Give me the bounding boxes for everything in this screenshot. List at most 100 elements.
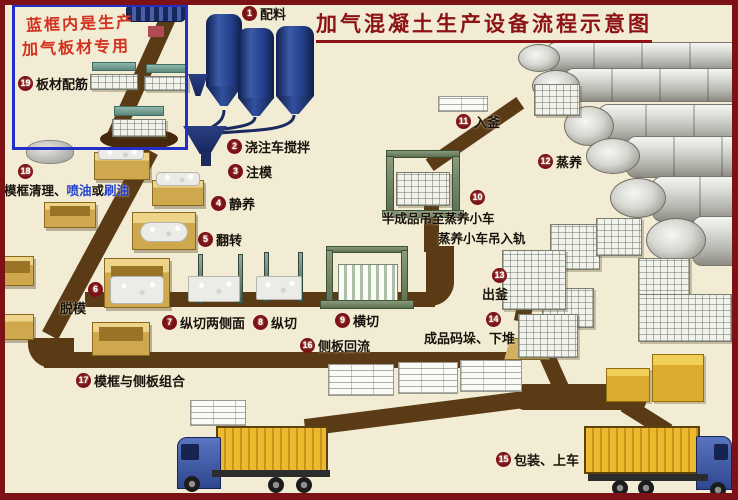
step-badge-17: 17	[76, 373, 91, 388]
conveyor-path-to-left-truck	[303, 389, 542, 436]
finished-planks-1	[328, 364, 394, 396]
rail-slab-stack	[438, 96, 488, 112]
step-label-18: 18 模框清理、喷油或刷油	[4, 164, 129, 199]
truck-left-wheel-1	[184, 476, 200, 492]
step-label-8: 8 纵切	[253, 313, 297, 332]
step-label-3: 3 注模	[228, 162, 272, 181]
step-label-5: 5 翻转	[198, 230, 242, 249]
step-text-7: 纵切两侧面	[180, 316, 246, 331]
curing-stack-g	[638, 294, 732, 342]
step-label-16: 16 侧板回流	[300, 336, 370, 355]
step-label-4: 4 静养	[211, 194, 255, 213]
finished-planks-3	[460, 360, 522, 392]
empty-mold-graphic-g	[0, 256, 34, 286]
pouring-mixer-outlet	[201, 152, 211, 166]
step-text-3: 注模	[246, 165, 273, 180]
step-badge-1: 1	[242, 6, 257, 21]
demold-cake-graphic	[110, 276, 164, 304]
step-label-7: 7 纵切两侧面	[162, 313, 245, 332]
panel-zone-bluebox	[12, 4, 188, 150]
truck-left-wheel-2	[268, 477, 284, 493]
finished-planks-2	[398, 362, 458, 394]
step-label-6: 6 脱模	[60, 282, 103, 317]
step-text-10-line2: 蒸养小车吊入轨	[438, 228, 526, 247]
truck-right-windshield	[714, 444, 728, 460]
step-text-2: 浇注车搅拌	[245, 140, 311, 155]
crane-base	[382, 210, 464, 218]
batching-silo-3	[276, 26, 314, 96]
step-label-19: 19 板材配筋	[18, 74, 88, 93]
step-text-18-blue1: 喷油	[66, 184, 92, 198]
flip-cake-graphic	[140, 222, 188, 242]
step-badge-13: 13	[492, 268, 507, 283]
mold-graphic-f	[0, 314, 34, 340]
step-text-18-blue2: 刷油	[104, 184, 130, 198]
packed-box-2	[652, 354, 704, 402]
autoclave-cylinder-4	[626, 136, 732, 178]
truck-right-cargo	[584, 426, 700, 474]
step-text-18-part2: 或	[91, 184, 105, 198]
frame-border-top	[0, 0, 738, 5]
step-text-17: 模框与侧板组合	[94, 374, 186, 389]
step-label-1: 1 配料	[242, 4, 286, 23]
step-badge-19: 19	[18, 76, 33, 91]
step-label-12: 12 蒸养	[538, 152, 582, 171]
autoclave-cap-6	[646, 218, 706, 262]
step-label-15: 15 包装、上车	[496, 450, 579, 469]
cutter9-sliced-cake	[338, 264, 398, 304]
step-badge-5: 5	[198, 232, 213, 247]
mini-hopper-graphic	[188, 74, 208, 96]
autoclave-cap-1	[518, 44, 560, 72]
step-text-6: 脱模	[60, 301, 87, 316]
step-text-10a: 半成品吊至蒸养小车	[382, 212, 495, 226]
step-badge-10: 10	[470, 190, 485, 205]
truck-left-windshield	[181, 444, 199, 460]
step-badge-3: 3	[228, 164, 243, 179]
step-badge-8: 8	[253, 315, 268, 330]
step-badge-12: 12	[538, 154, 553, 169]
autoclave-cylinder-2	[564, 68, 732, 102]
step-text-4: 静养	[229, 197, 256, 212]
curing-cart-at-autoclave	[534, 84, 580, 116]
panel-machine-2-base	[144, 76, 188, 91]
cutter9-post-left	[326, 250, 333, 306]
step-label-17: 17 模框与侧板组合	[76, 371, 185, 390]
cutter9-top-beam	[326, 246, 408, 253]
step-text-5: 翻转	[216, 233, 243, 248]
truck-right-chassis	[588, 474, 708, 481]
green-cake-2	[156, 172, 200, 186]
step-label-11: 11 入釜	[456, 112, 500, 131]
step-text-18-part1: 模框清理、	[4, 184, 67, 198]
autoclave-cap-4	[586, 138, 640, 174]
step-label-14: 14 成品码垛、下堆	[424, 312, 515, 347]
step-badge-11: 11	[456, 114, 471, 129]
crane-post-left	[386, 156, 394, 214]
step-text-12: 蒸养	[556, 155, 583, 170]
step-text-19: 板材配筋	[36, 77, 89, 92]
out-autoclave-stack	[502, 250, 566, 310]
rebar-block-graphic	[148, 26, 164, 37]
finished-planks-0	[190, 400, 246, 426]
panel-machine-3-top	[114, 106, 164, 116]
step-text-15: 包装、上车	[514, 453, 580, 468]
cutter9-post-right	[401, 250, 408, 306]
truck-left-wheel-3	[296, 477, 312, 493]
truck-right-wheel-1	[612, 480, 628, 496]
empty-mold-graphic-c	[44, 202, 96, 228]
frame-border-left	[0, 0, 5, 500]
autoclave-cap-5	[610, 178, 666, 218]
page-title: 加气混凝土生产设备流程示意图	[316, 8, 652, 43]
frame-border-right	[732, 0, 738, 500]
step-badge-14: 14	[486, 312, 501, 327]
step-badge-6: 6	[88, 282, 103, 297]
truck-left-cargo	[216, 426, 328, 472]
step-badge-18: 18	[18, 164, 33, 179]
cutter8-cake	[256, 276, 302, 300]
packed-box-1	[606, 368, 650, 402]
step-badge-2: 2	[227, 139, 242, 154]
step-text-11: 入釜	[474, 115, 501, 130]
frame-border-bottom	[0, 493, 738, 500]
panel-machine-1-top	[92, 62, 136, 71]
step-text-16: 侧板回流	[318, 339, 371, 354]
palletized-stack	[518, 314, 578, 358]
